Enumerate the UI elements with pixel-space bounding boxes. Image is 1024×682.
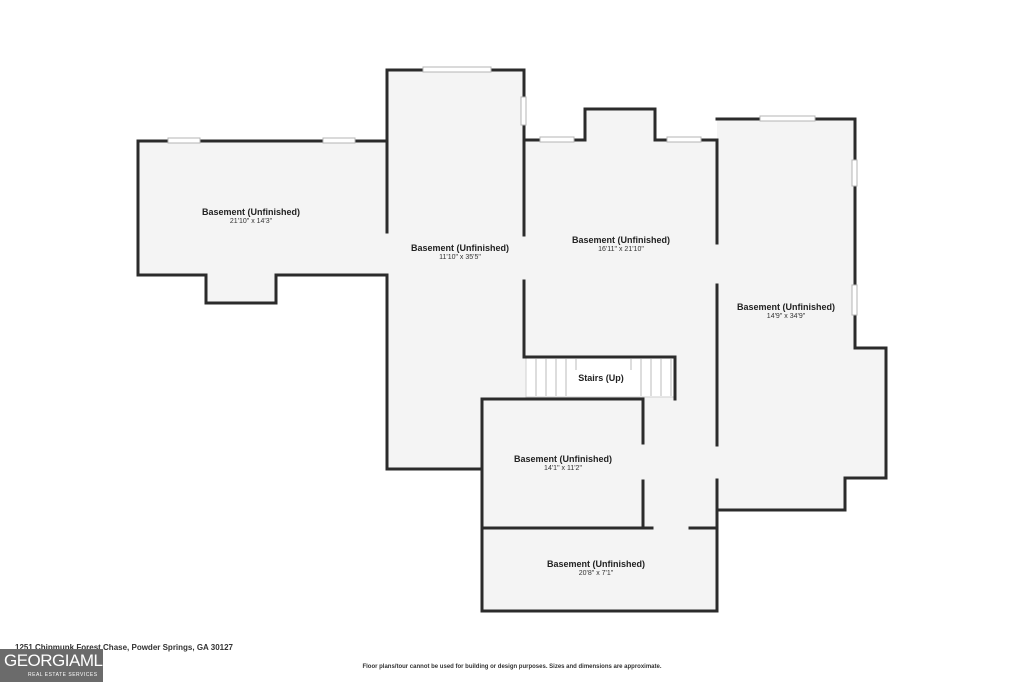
room-dimensions: 16'11" x 21'10" bbox=[598, 246, 644, 253]
property-address: 1251 Chipmunk Forest Chase, Powder Sprin… bbox=[15, 643, 233, 652]
room-label-south-mid: Basement (Unfinished) 14'1" x 11'2" bbox=[514, 454, 612, 472]
room-name: Stairs (Up) bbox=[578, 373, 624, 383]
floor-area-west bbox=[138, 141, 387, 303]
room-label-south: Basement (Unfinished) 20'8" x 7'1" bbox=[547, 559, 645, 577]
floor-area-south bbox=[482, 528, 717, 611]
room-name: Basement (Unfinished) bbox=[513, 454, 613, 464]
room-label-center: Basement (Unfinished) 16'11" x 21'10" bbox=[572, 235, 670, 253]
floor-plan-disclaimer: Floor plans/tour cannot be used for buil… bbox=[362, 664, 662, 670]
georgia-mls-logo: GEORGIAMLS REAL ESTATE SERVICES bbox=[0, 649, 114, 682]
room-dimensions: 14'9" x 34'9" bbox=[766, 313, 806, 320]
room-name: Basement (Unfinished) bbox=[410, 243, 510, 253]
room-name: Basement (Unfinished) bbox=[571, 235, 671, 245]
floor-area-bump bbox=[585, 109, 655, 141]
room-name: Basement (Unfinished) bbox=[736, 302, 836, 312]
room-label-center-west: Basement (Unfinished) 11'10" x 35'5" bbox=[411, 243, 509, 261]
room-dimensions: 11'10" x 35'5" bbox=[439, 254, 481, 261]
logo-wordmark: GEORGIAMLS bbox=[4, 651, 114, 670]
room-name: Basement (Unfinished) bbox=[546, 559, 646, 569]
room-dimensions: 21'10" x 14'3" bbox=[229, 218, 273, 225]
windows bbox=[167, 66, 858, 316]
room-label-stairs: Stairs (Up) bbox=[578, 373, 624, 383]
room-label-east: Basement (Unfinished) 14'9" x 34'9" bbox=[737, 302, 835, 320]
room-dimensions: 14'1" x 11'2" bbox=[544, 465, 582, 472]
floor-area-south-mid bbox=[482, 398, 717, 528]
room-dimensions: 20'8" x 7'1" bbox=[578, 570, 614, 577]
floor-area-east bbox=[717, 119, 886, 510]
room-name: Basement (Unfinished) bbox=[201, 207, 301, 217]
room-label-west: Basement (Unfinished) 21'10" x 14'3" bbox=[202, 207, 300, 225]
stairs bbox=[525, 356, 675, 398]
logo-tagline: REAL ESTATE SERVICES bbox=[28, 672, 98, 678]
